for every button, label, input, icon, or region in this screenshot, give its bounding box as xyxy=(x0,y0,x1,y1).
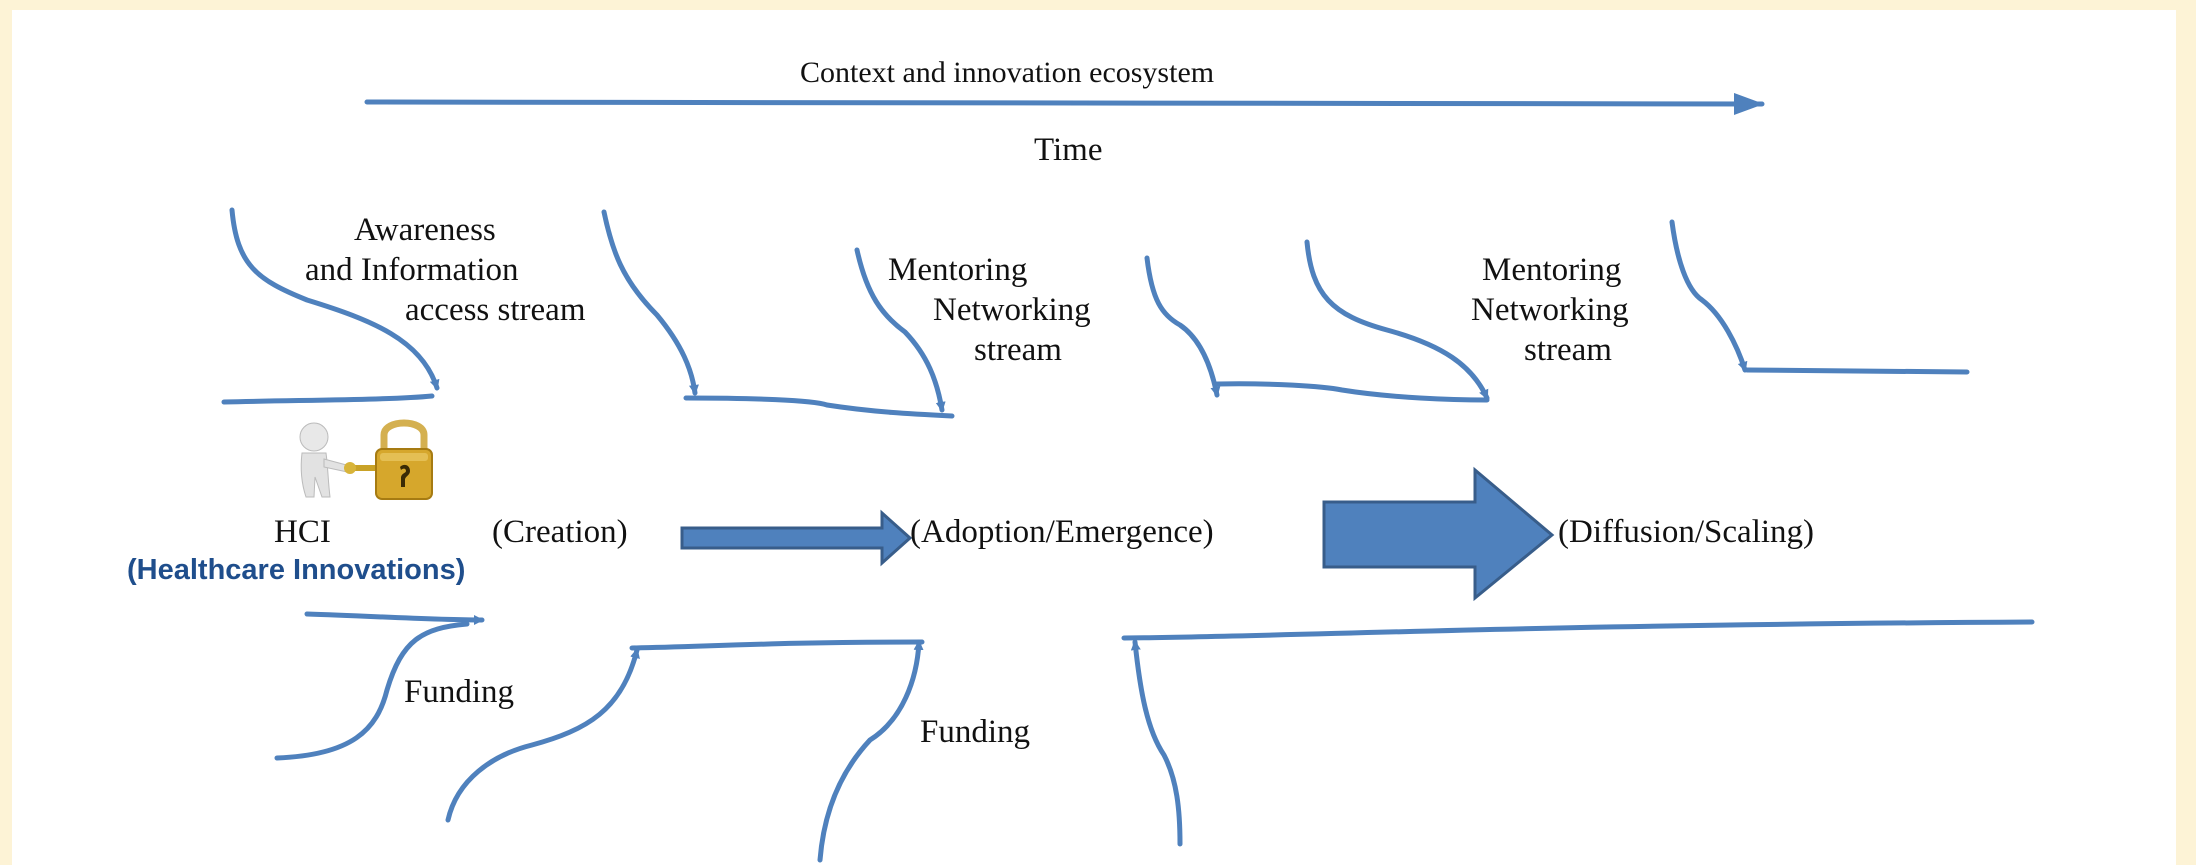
time-arrow xyxy=(364,92,1765,115)
flow-diagram xyxy=(221,92,2035,863)
upper-baseline-4 xyxy=(1744,367,1970,375)
mentoring1-line-3: stream xyxy=(974,332,1062,368)
creation-label: (Creation) xyxy=(492,514,628,550)
upper-baseline-2 xyxy=(683,395,955,419)
adoption-label: (Adoption/Emergence) xyxy=(910,514,1214,550)
awareness-line-2: and Information xyxy=(305,252,519,288)
awareness-line-3: access stream xyxy=(405,292,586,328)
lower-line-left xyxy=(304,611,485,625)
mentoring2-line-2: Networking xyxy=(1471,292,1629,328)
context-label: Context and innovation ecosystem xyxy=(800,56,1215,89)
funding-label-left: Funding xyxy=(404,674,515,710)
mentoring2-line-3: stream xyxy=(1524,332,1612,368)
funding-curve-3 xyxy=(817,639,924,863)
mentoring1-line-1: Mentoring xyxy=(888,252,1028,288)
creation-to-adoption-arrow xyxy=(680,509,913,567)
hci-subtitle: (Healthcare Innovations) xyxy=(127,554,466,586)
adoption-to-diffusion-arrow xyxy=(1322,466,1555,602)
diagram-canvas: Context and innovation ecosystem Time Aw… xyxy=(12,10,2176,865)
mentoring1-curve-right xyxy=(1144,255,1221,398)
hci-label: HCI xyxy=(274,514,331,550)
funding-curve-4 xyxy=(1130,639,1183,847)
lower-line-middle xyxy=(629,639,925,651)
person-unlocking-padlock-icon xyxy=(299,419,433,500)
awareness-line-1: Awareness xyxy=(354,212,496,248)
mentoring2-curve-right xyxy=(1669,219,1748,373)
time-label: Time xyxy=(1034,132,1103,168)
diffusion-label: (Diffusion/Scaling) xyxy=(1558,514,1815,550)
funding-curve-1 xyxy=(274,621,470,761)
lower-line-right xyxy=(1121,619,2035,641)
mentoring1-curve-left xyxy=(854,247,946,413)
funding-label-middle: Funding xyxy=(920,714,1031,750)
mentoring1-line-2: Networking xyxy=(933,292,1091,328)
mentoring2-curve-left xyxy=(1304,239,1490,401)
awareness-curve-left xyxy=(229,207,440,391)
upper-baseline-1 xyxy=(221,393,435,405)
mentoring2-line-1: Mentoring xyxy=(1482,252,1622,288)
upper-baseline-3 xyxy=(1214,381,1490,403)
awareness-curve-right xyxy=(601,209,699,396)
funding-curve-2 xyxy=(445,647,640,823)
